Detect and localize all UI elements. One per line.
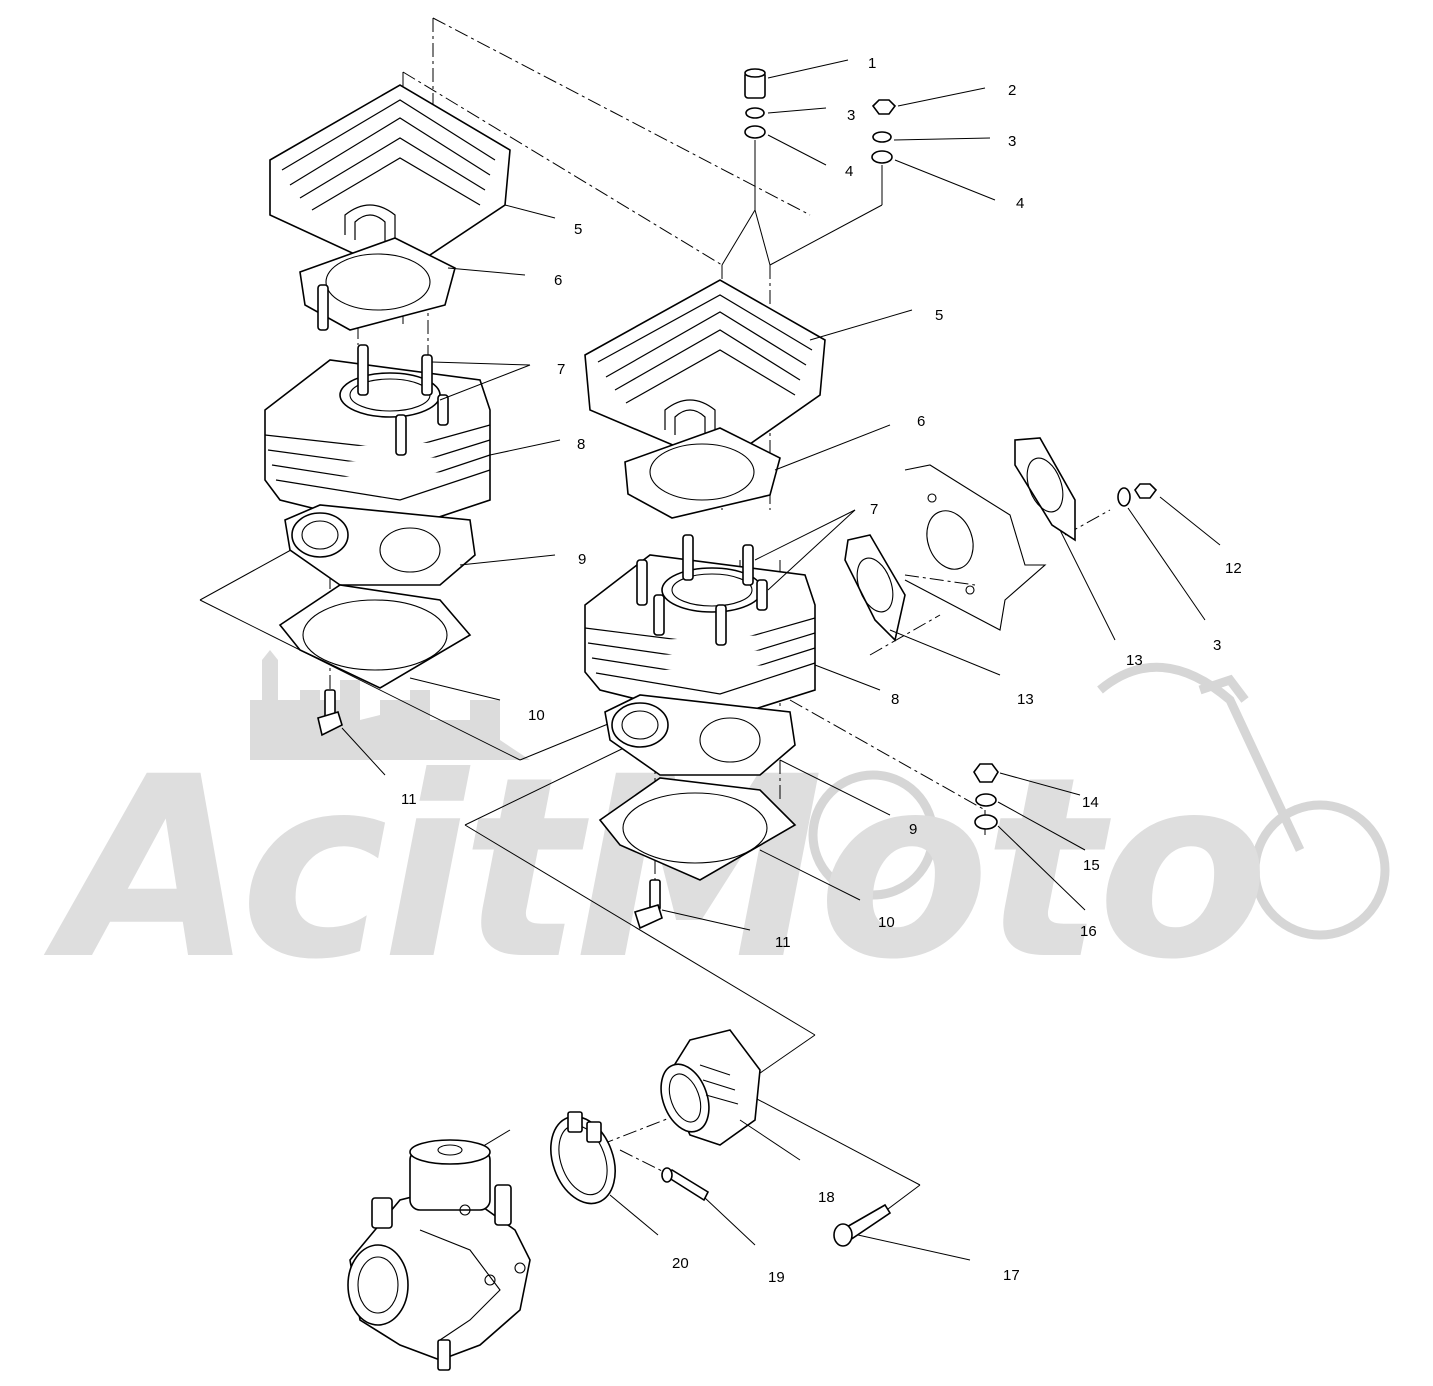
- callout-3: 3: [1213, 637, 1221, 654]
- hardware-stack-left: [744, 68, 766, 139]
- callout-10: 10: [528, 707, 545, 724]
- callout-15: 15: [1083, 857, 1100, 874]
- cylinder-right: [584, 554, 816, 721]
- callout-leaders: [341, 59, 1221, 1261]
- callout-11: 11: [775, 934, 791, 951]
- cylinder-head-left: [269, 84, 511, 276]
- exhaust-gasket-13-front: [844, 534, 906, 642]
- hardware-stack-right: [871, 99, 897, 164]
- exhaust-parts: [844, 437, 1158, 642]
- watermark-motorcycle: [808, 662, 1390, 940]
- hardware-stack-14-16: [973, 763, 999, 830]
- callout-19: 19: [768, 1269, 785, 1286]
- right-cylinder-assembly: [584, 279, 826, 930]
- cylinder-studs-right: [636, 534, 768, 646]
- callout-5: 5: [935, 307, 943, 324]
- callout-labels: 1 2 3 3 3 4 4 5 5 6 6 7 7 8 8 9 9 10 10 …: [401, 55, 1242, 1286]
- flat-washer-part-4: [744, 125, 766, 139]
- watermark-skyline: [250, 650, 530, 760]
- exhaust-gasket-13-rear: [1014, 437, 1076, 542]
- head-gasket-right: [624, 427, 781, 519]
- cylinder-base-left: [284, 504, 476, 586]
- callout-10: 10: [878, 914, 895, 931]
- cylinder-head-right: [584, 279, 826, 466]
- callout-7: 7: [870, 501, 878, 518]
- base-gasket-right: [598, 777, 797, 881]
- callout-4: 4: [845, 163, 853, 180]
- callout-9: 9: [909, 821, 917, 838]
- callout-8: 8: [891, 691, 899, 708]
- callout-2: 2: [1008, 82, 1016, 99]
- pulse-fitting-right: [633, 879, 663, 930]
- callout-20: 20: [672, 1255, 689, 1272]
- screw-part-19: [661, 1167, 710, 1202]
- flat-washer-part-4-right: [871, 150, 893, 164]
- callout-8: 8: [577, 436, 585, 453]
- lock-washer-part-15: [975, 793, 997, 807]
- intake-assembly: [347, 1029, 892, 1371]
- carburetor: [347, 1139, 531, 1371]
- callout-12: 12: [1225, 560, 1242, 577]
- callout-13: 13: [1126, 652, 1143, 669]
- cylinder-left: [264, 359, 491, 531]
- washer-part-3-exhaust: [1117, 487, 1131, 507]
- head-gasket-left: [299, 237, 456, 331]
- cylinder-base-right: [604, 694, 796, 776]
- callout-16: 16: [1080, 923, 1097, 940]
- lock-washer-part-3-right: [872, 131, 892, 143]
- flat-washer-part-16: [974, 814, 998, 830]
- callout-1: 1: [868, 55, 876, 72]
- cylinder-studs-left: [317, 284, 449, 456]
- callout-11: 11: [401, 791, 417, 808]
- callout-5: 5: [574, 221, 582, 238]
- callout-4: 4: [1016, 195, 1024, 212]
- hex-nut-part-2: [871, 99, 897, 115]
- base-gasket-left: [278, 584, 472, 689]
- callout-14: 14: [1082, 794, 1099, 811]
- spacer-nut-part-1: [744, 68, 766, 99]
- callout-7: 7: [557, 361, 565, 378]
- intake-manifold-part-18: [660, 1029, 761, 1146]
- left-cylinder-assembly: [264, 84, 511, 737]
- hex-nut-part-12: [1134, 483, 1158, 499]
- exhaust-bracket: [904, 464, 1047, 631]
- callout-6: 6: [554, 272, 562, 289]
- bolt-part-17: [833, 1203, 892, 1247]
- callout-18: 18: [818, 1189, 835, 1206]
- callout-9: 9: [578, 551, 586, 568]
- callout-3: 3: [847, 107, 855, 124]
- pulse-fitting-left: [317, 689, 343, 737]
- callout-3: 3: [1008, 133, 1016, 150]
- callout-13: 13: [1017, 691, 1034, 708]
- lock-washer-part-3: [745, 107, 765, 119]
- hex-nut-part-14: [973, 763, 999, 783]
- clamp-part-20: [550, 1111, 616, 1205]
- callout-6: 6: [917, 413, 925, 430]
- callout-17: 17: [1003, 1267, 1020, 1284]
